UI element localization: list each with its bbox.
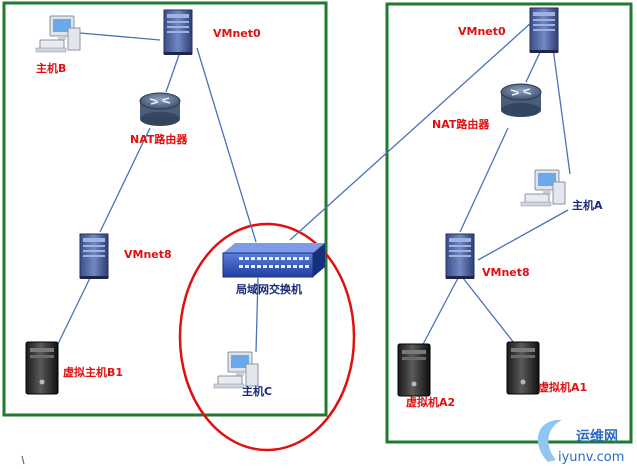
vmnet8-right-server-icon [445,233,475,280]
vmnet0-right-server-icon [529,7,559,54]
nat-router-left-label: NAT路由器 [130,132,188,146]
link-vmnet0-hosta [552,47,571,175]
vmnet8-right-label: VMnet8 [482,266,530,279]
lan-switch-label: 局域网交换机 [235,282,302,296]
host-b-label: 主机B [36,61,66,75]
nat-router-right-icon [500,83,542,118]
vm-a1-label: 虚拟机A1 [538,380,587,394]
link-vmnet0-switch-left [196,47,257,243]
right-network-frame [385,2,633,444]
host-c-label: 主机C [242,384,272,398]
vm-a1-tower-icon [506,341,540,395]
lan-highlight-ellipse [178,222,356,452]
link-vmnet0-nat-left [165,51,181,93]
vm-a2-tower-icon [397,343,431,397]
link-vmnet8-hosta [477,209,569,261]
nat-router-right-label: NAT路由器 [432,117,490,131]
host-b-pc-icon [35,15,81,53]
network-links [54,21,571,353]
nat-router-left-icon [139,92,181,127]
vmnet0-left-label: VMnet0 [213,27,261,40]
vm-b1-tower-icon [25,341,59,395]
vmnet8-left-server-icon [79,233,109,280]
switch-ports [239,257,309,268]
link-switch-hostc [255,277,259,353]
link-hostb-vmnet0-left [79,32,161,41]
link-vmnet8-vmb1 [54,277,91,351]
watermark-site-name: 运维网 [576,428,618,445]
link-vmnet0-nat-right [525,47,543,83]
lan-switch-icon [222,242,326,278]
host-a-label: 主机A [572,198,603,212]
link-nat-vmnet8-left [99,127,151,233]
link-switch-vmnet0-right [289,21,533,241]
vmnet0-right-label: VMnet0 [458,25,506,38]
link-vmnet8-vma2 [419,277,459,351]
watermark-url: iyunv.com [558,450,624,465]
vmnet8-left-label: VMnet8 [124,248,172,261]
link-nat-vmnet8-right [459,127,509,233]
watermark-logo-icon [537,419,562,462]
left-network-frame [2,1,328,417]
link-vmnet8-vma1 [462,277,519,349]
vmnet0-left-server-icon [163,9,193,56]
site-watermark: 运维网 iyunv.com [537,419,624,465]
host-a-pc-icon [520,169,566,207]
stray-mark [21,455,25,465]
vm-b1-label: 虚拟主机B1 [63,365,123,379]
vm-a2-label: 虚拟机A2 [406,395,455,409]
host-c-pc-icon [213,351,259,389]
